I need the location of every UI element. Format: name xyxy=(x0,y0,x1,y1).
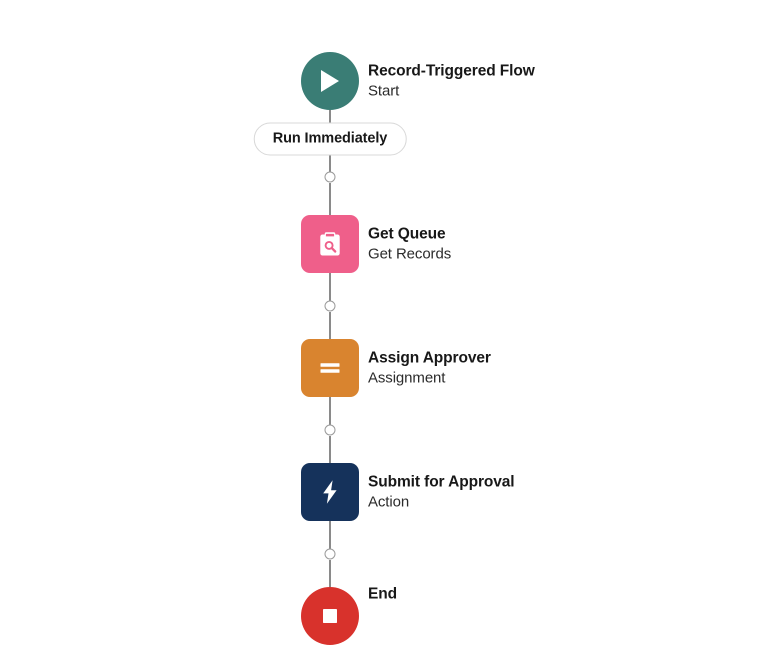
flow-node-start-label: Record-Triggered Flow Start xyxy=(368,61,535,100)
start-node-title: Record-Triggered Flow xyxy=(368,62,535,80)
flow-node-get-queue[interactable] xyxy=(301,215,359,273)
end-node-title: End xyxy=(368,585,397,603)
add-element-dot-2[interactable] xyxy=(324,300,336,312)
connector-dot1-to-get-queue xyxy=(329,183,331,215)
stop-square-icon xyxy=(323,609,337,623)
connector-dot2-to-assign xyxy=(329,312,331,339)
submit-for-approval-node-subtitle: Action xyxy=(368,493,410,511)
add-element-dot-3[interactable] xyxy=(324,424,336,436)
flow-node-assign-approver-label: Assign Approver Assignment xyxy=(368,348,491,387)
play-icon xyxy=(321,70,339,92)
add-element-dot-1[interactable] xyxy=(324,171,336,183)
assign-approver-node-subtitle: Assignment xyxy=(368,369,446,387)
connector-dot3-to-submit xyxy=(329,436,331,463)
flow-node-start[interactable] xyxy=(301,52,359,110)
clipboard-search-icon xyxy=(320,232,340,256)
connector-get-queue-to-dot2 xyxy=(329,273,331,301)
connector-submit-to-dot4 xyxy=(329,521,331,549)
equals-icon xyxy=(320,363,340,373)
flow-node-end[interactable] xyxy=(301,587,359,645)
run-immediately-chip[interactable]: Run Immediately xyxy=(253,122,407,156)
flow-node-end-label: End xyxy=(368,586,397,602)
flow-node-get-queue-label: Get Queue Get Records xyxy=(368,224,451,263)
flow-node-submit-for-approval-label: Submit for Approval Action xyxy=(368,472,515,511)
get-queue-node-title: Get Queue xyxy=(368,225,446,243)
connector-start-to-chip xyxy=(329,110,331,130)
end-node-shape xyxy=(301,587,359,645)
get-queue-node-shape xyxy=(301,215,359,273)
lightning-bolt-icon xyxy=(323,480,337,504)
add-element-dot-4[interactable] xyxy=(324,548,336,560)
connector-assign-to-dot3 xyxy=(329,397,331,425)
submit-for-approval-node-shape xyxy=(301,463,359,521)
assign-approver-node-title: Assign Approver xyxy=(368,349,491,367)
connector-dot4-to-end xyxy=(329,560,331,587)
flow-node-submit-for-approval[interactable] xyxy=(301,463,359,521)
start-node-shape xyxy=(301,52,359,110)
submit-for-approval-node-title: Submit for Approval xyxy=(368,473,515,491)
assign-approver-node-shape xyxy=(301,339,359,397)
flow-node-assign-approver[interactable] xyxy=(301,339,359,397)
get-queue-node-subtitle: Get Records xyxy=(368,245,452,263)
start-node-subtitle: Start xyxy=(368,82,400,100)
connector-chip-to-dot1 xyxy=(329,150,331,172)
